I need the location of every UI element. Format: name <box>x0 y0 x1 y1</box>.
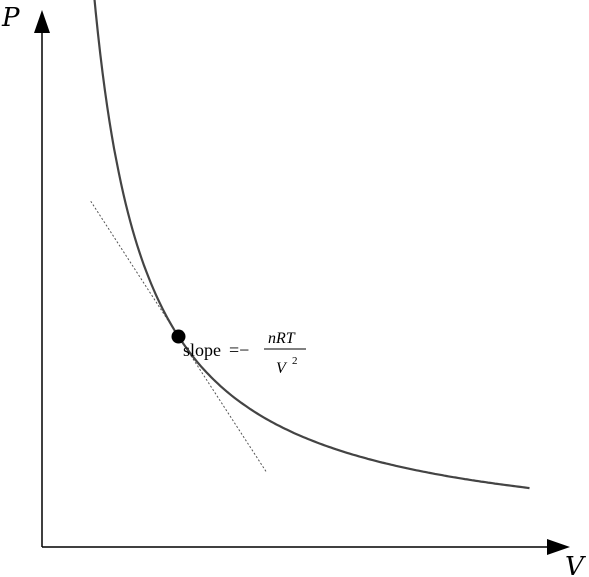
slope-numerator: nRT <box>268 330 296 347</box>
slope-denominator-base: V <box>276 360 288 377</box>
slope-denominator-exponent: 2 <box>292 355 298 367</box>
slope-word: slope <box>183 340 221 360</box>
y-axis-label: P <box>1 3 20 33</box>
isotherm-curve <box>93 0 530 490</box>
tangent-point <box>171 329 186 344</box>
x-axis-label: V <box>565 552 586 577</box>
y-axis-arrowhead <box>34 10 50 33</box>
x-axis-arrowhead <box>547 539 570 555</box>
slope-equals-minus: =− <box>229 340 249 360</box>
